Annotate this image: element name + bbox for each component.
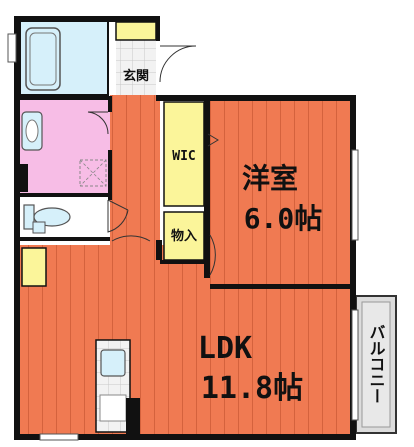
wic-door (207, 133, 219, 147)
kitchen-pillar (126, 398, 140, 438)
kitchen-counter (95, 339, 131, 433)
washroom (20, 100, 110, 193)
floor-areas (20, 40, 350, 437)
ldk-size: 11.8帖 (201, 371, 303, 406)
toilet-room (20, 197, 110, 237)
ldk-label: LDK (198, 331, 252, 366)
walk-in-closet (163, 101, 205, 207)
wic-label: WIC (172, 149, 195, 164)
walls (14, 16, 356, 440)
balcony (355, 295, 397, 434)
refrigerator-space (21, 247, 47, 287)
western-room-door (209, 234, 216, 276)
doors (87, 45, 219, 276)
western-room-label: 洋室 (242, 162, 298, 195)
stove-space (99, 394, 127, 422)
ldk-door (111, 235, 151, 242)
entrance-door (159, 45, 197, 83)
balcony-label: バルコニー (367, 324, 386, 404)
western-room-size: 6.0帖 (244, 202, 323, 235)
washroom-door (87, 111, 109, 135)
ldk-floor (20, 245, 350, 437)
hall-floor (110, 95, 160, 245)
entrance-label: 玄関 (123, 68, 149, 84)
toilet-door (107, 199, 129, 233)
storage-label: 物入 (171, 228, 197, 244)
kitchen-sink (100, 349, 126, 377)
entrance-floor (116, 40, 156, 95)
shoe-closet (115, 21, 157, 41)
windows (7, 33, 359, 441)
bathroom (19, 19, 109, 96)
washing-machine-space (79, 159, 107, 187)
toilet-sink (32, 221, 46, 234)
bathtub (25, 27, 61, 91)
